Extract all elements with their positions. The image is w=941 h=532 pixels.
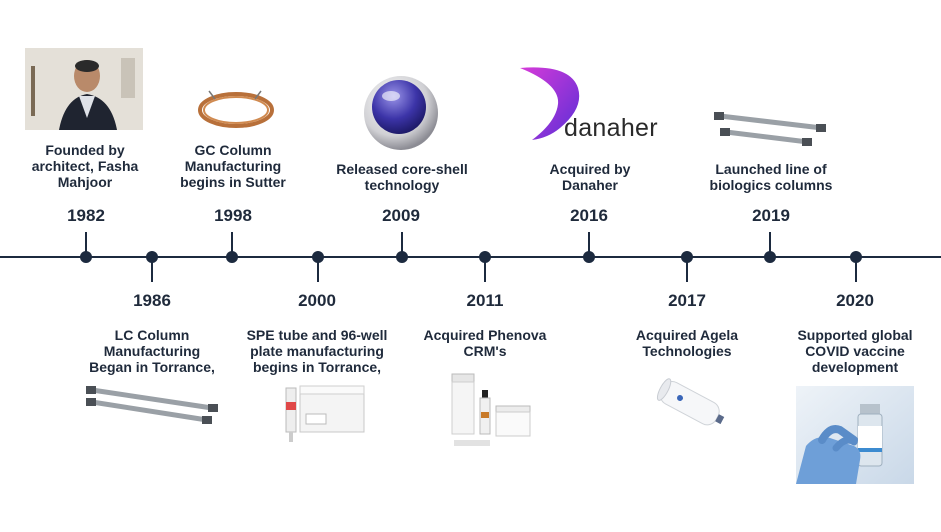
core-shell-sphere-image	[362, 74, 440, 152]
event-tick-1998	[231, 232, 233, 256]
event-year-1998: 1998	[214, 206, 252, 225]
gc-column-image	[195, 85, 277, 131]
event-year-2017: 2017	[668, 291, 706, 310]
event-year-1982: 1982	[67, 206, 105, 225]
timeline-axis	[0, 256, 941, 258]
event-caption-2017: Acquired Agela Technologies	[635, 327, 739, 359]
founder-photo	[25, 48, 143, 130]
event-tick-2000	[317, 258, 319, 282]
timeline-dot-2017	[681, 251, 693, 263]
event-tick-2009	[401, 232, 403, 256]
agela-cartridge-image	[648, 372, 734, 438]
biologics-columns-image	[712, 108, 828, 150]
event-tick-1982	[85, 232, 87, 256]
spe-plate-image	[272, 378, 368, 444]
timeline-dot-1986	[146, 251, 158, 263]
timeline-dot-2020	[850, 251, 862, 263]
event-tick-2020	[855, 258, 857, 282]
event-caption-2019: Launched line of biologics columns	[709, 161, 833, 193]
event-year-2000: 2000	[298, 291, 336, 310]
event-tick-2011	[484, 258, 486, 282]
timeline-dot-1982	[80, 251, 92, 263]
danaher-wordmark: danaher	[564, 114, 658, 142]
event-year-2009: 2009	[382, 206, 420, 225]
event-caption-2020: Supported global COVID vaccine developme…	[797, 327, 913, 375]
event-caption-1998: GC Column Manufacturing begins in Sutter	[180, 142, 286, 190]
timeline-dot-2009	[396, 251, 408, 263]
event-tick-2019	[769, 232, 771, 256]
lc-columns-image	[82, 380, 222, 424]
timeline-dot-2000	[312, 251, 324, 263]
event-tick-1986	[151, 258, 153, 282]
event-caption-2016: Acquired by Danaher	[549, 161, 631, 193]
event-caption-2009: Released core-shell technology	[336, 161, 468, 193]
event-year-2020: 2020	[836, 291, 874, 310]
event-year-2019: 2019	[752, 206, 790, 225]
timeline-dot-2019	[764, 251, 776, 263]
event-year-2016: 2016	[570, 206, 608, 225]
event-year-2011: 2011	[466, 291, 504, 310]
event-year-1986: 1986	[133, 291, 171, 310]
crm-bottles-image	[444, 368, 536, 448]
event-caption-2000: SPE tube and 96-well plate manufacturing…	[246, 327, 388, 375]
timeline-dot-1998	[226, 251, 238, 263]
event-tick-2017	[686, 258, 688, 282]
event-caption-1982: Founded by architect, Fasha Mahjoor	[31, 142, 139, 190]
event-caption-2011: Acquired Phenova CRM's	[423, 327, 547, 359]
danaher-logo: danaher	[518, 66, 658, 144]
event-tick-2016	[588, 232, 590, 256]
timeline-dot-2016	[583, 251, 595, 263]
event-caption-1986: LC Column Manufacturing Began in Torranc…	[89, 327, 215, 375]
timeline-dot-2011	[479, 251, 491, 263]
covid-vaccine-photo	[796, 386, 914, 484]
